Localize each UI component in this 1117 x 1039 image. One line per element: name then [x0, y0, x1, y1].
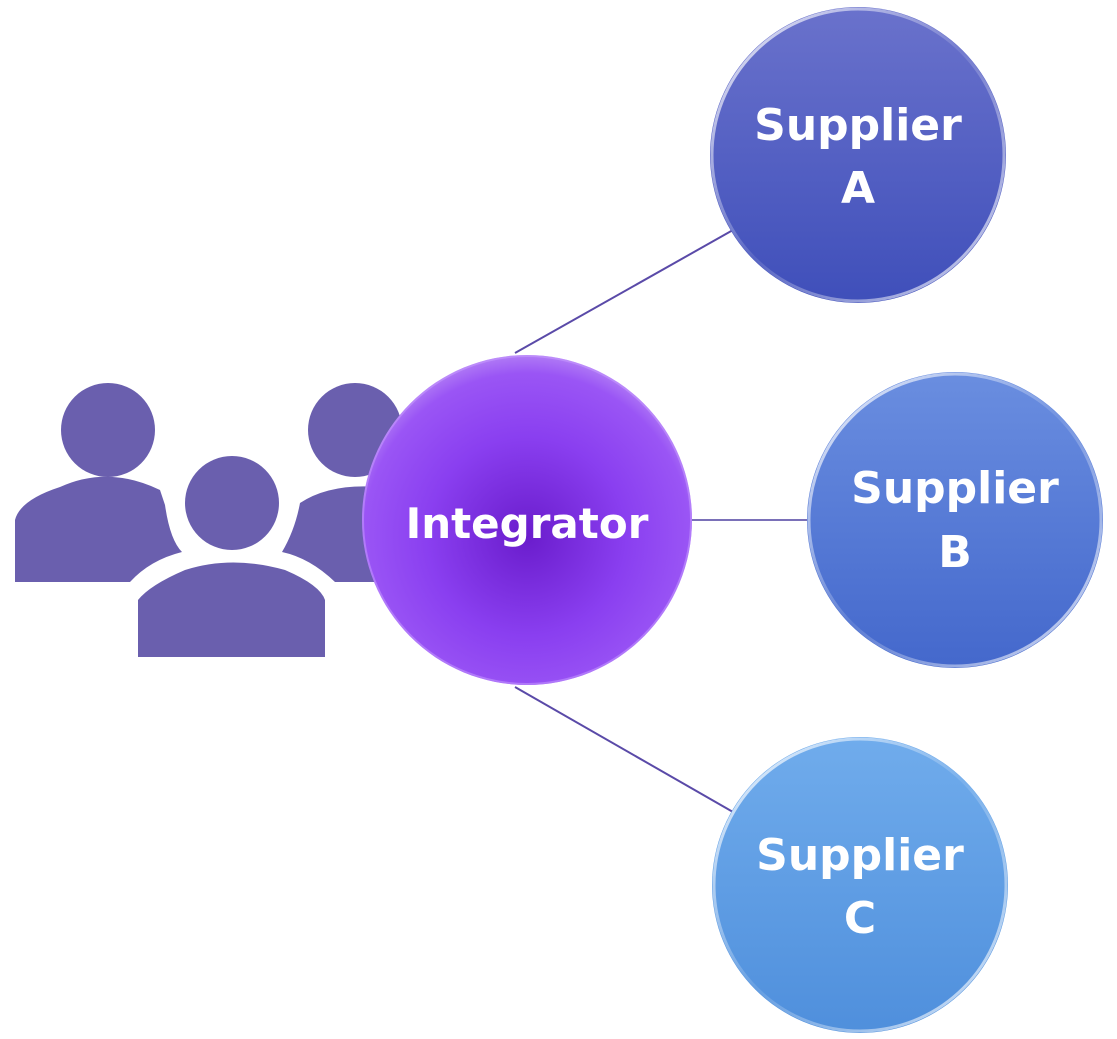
- supplier-c-label-line1: Supplier: [756, 830, 964, 881]
- supplier-node-b[interactable]: Supplier B: [807, 372, 1103, 668]
- people-group-icon: [15, 383, 402, 657]
- hub-node-integrator[interactable]: Integrator: [362, 355, 692, 685]
- connector-hub-supplier-c: [514, 686, 734, 813]
- supplier-a-label-line1: Supplier: [754, 100, 962, 151]
- supplier-a-label-line2: A: [841, 163, 875, 214]
- supplier-c-label-line2: C: [844, 893, 876, 944]
- connectors: [514, 229, 810, 813]
- supplier-node-a[interactable]: Supplier A: [710, 7, 1006, 303]
- supplier-b-label-line1: Supplier: [851, 463, 1059, 514]
- supplier-node-c[interactable]: Supplier C: [712, 737, 1008, 1033]
- hub-label: Integrator: [406, 499, 649, 548]
- connector-hub-supplier-a: [514, 229, 734, 354]
- supplier-b-label-line2: B: [938, 527, 972, 578]
